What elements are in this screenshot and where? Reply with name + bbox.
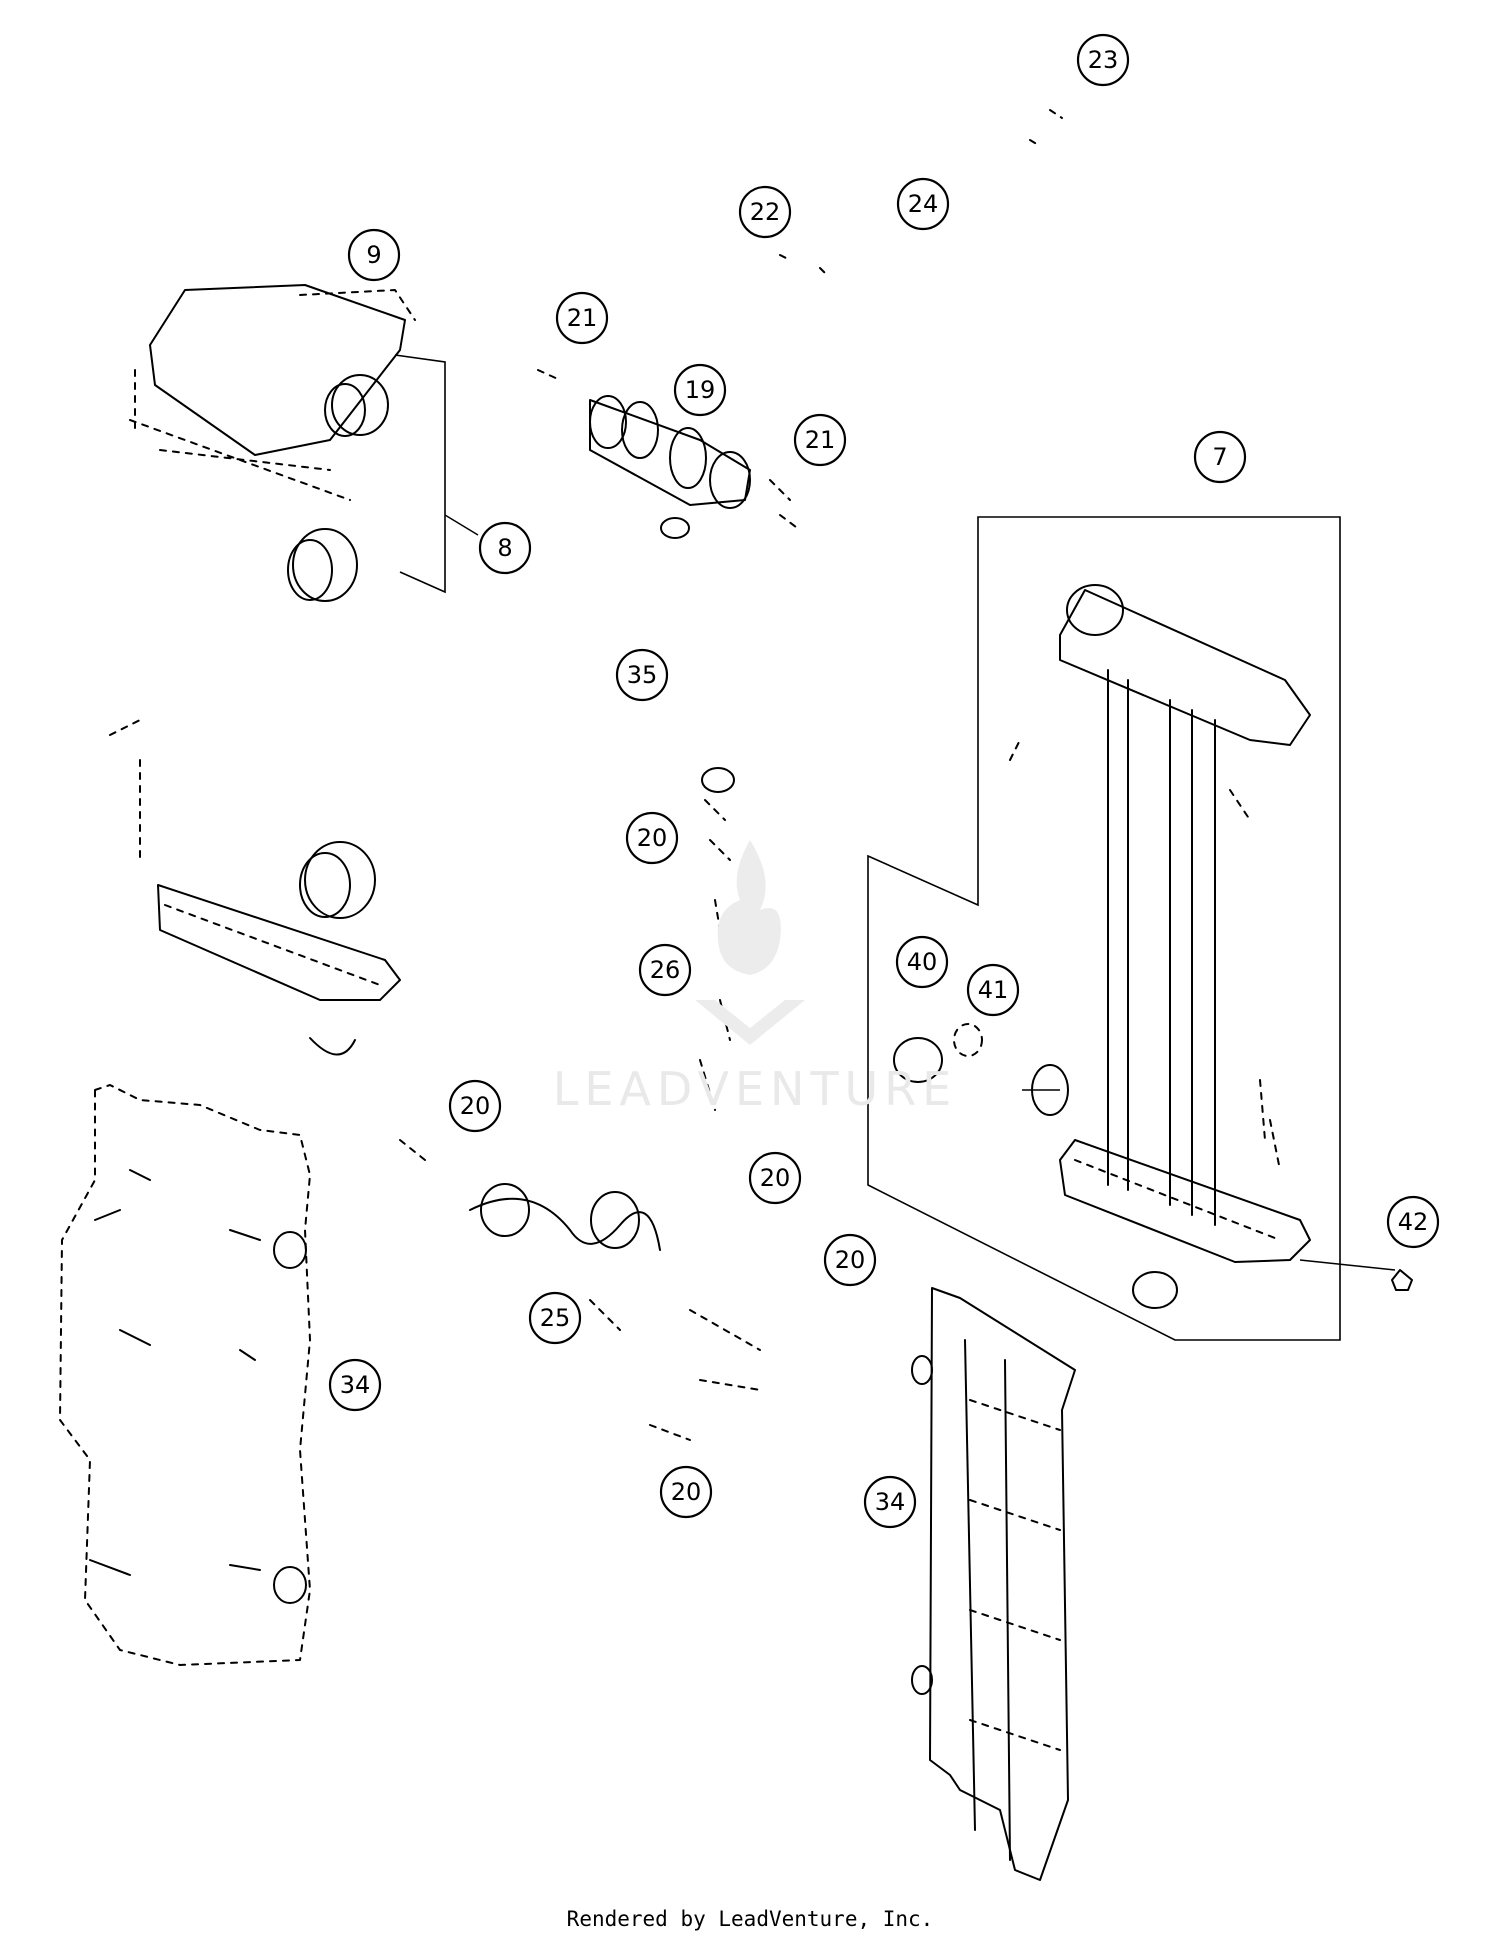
- svg-text:7: 7: [1212, 443, 1227, 471]
- callout-20-e: 20: [659, 1465, 713, 1519]
- svg-text:40: 40: [907, 948, 938, 976]
- callout-25: 25: [528, 1291, 582, 1345]
- callout-9: 9: [347, 228, 401, 282]
- radiator-left-part: [109, 719, 401, 1056]
- cap-seal-part: [893, 1023, 1413, 1291]
- render-credit: Rendered by LeadVenture, Inc.: [566, 1907, 934, 1931]
- hose-assembly-part: [537, 369, 801, 539]
- svg-text:21: 21: [805, 426, 836, 454]
- callout-26: 26: [638, 943, 692, 997]
- callout-7: 7: [1193, 430, 1247, 484]
- radiator-guard-left-part: [59, 1084, 311, 1666]
- svg-text:22: 22: [750, 198, 781, 226]
- small-fittings-part: [779, 109, 1063, 277]
- callout-40: 40: [895, 935, 949, 989]
- callout-42: 42: [1386, 1195, 1440, 1249]
- svg-text:9: 9: [366, 241, 381, 269]
- svg-text:35: 35: [627, 661, 658, 689]
- callout-20-a: 20: [625, 811, 679, 865]
- callout-20-d: 20: [823, 1233, 877, 1287]
- svg-text:20: 20: [835, 1246, 866, 1274]
- callout-20-c: 20: [748, 1151, 802, 1205]
- callout-20-b: 20: [448, 1079, 502, 1133]
- callout-34-left: 34: [328, 1358, 382, 1412]
- svg-text:24: 24: [908, 190, 939, 218]
- callout-22: 22: [738, 185, 792, 239]
- svg-text:34: 34: [875, 1488, 906, 1516]
- svg-text:42: 42: [1398, 1208, 1429, 1236]
- svg-text:20: 20: [671, 1478, 702, 1506]
- svg-text:26: 26: [650, 956, 681, 984]
- svg-text:20: 20: [637, 824, 668, 852]
- svg-text:21: 21: [567, 304, 598, 332]
- svg-text:20: 20: [760, 1164, 791, 1192]
- callout-41: 41: [966, 963, 1020, 1017]
- svg-text:34: 34: [340, 1371, 371, 1399]
- svg-text:41: 41: [978, 976, 1009, 1004]
- svg-text:25: 25: [540, 1304, 571, 1332]
- radiator-guard-right-part: [911, 1287, 1076, 1881]
- coolant-hoses-part: [399, 767, 761, 1441]
- callout-24: 24: [896, 177, 950, 231]
- svg-text:19: 19: [685, 376, 716, 404]
- svg-text:23: 23: [1088, 46, 1119, 74]
- svg-text:20: 20: [460, 1092, 491, 1120]
- callout-21: 21: [555, 291, 609, 345]
- callout-35: 35: [615, 648, 669, 702]
- callout-8: 8: [478, 521, 532, 575]
- expansion-tank-part: [129, 284, 479, 602]
- callout-34-right: 34: [863, 1475, 917, 1529]
- callout-23: 23: [1076, 33, 1130, 87]
- svg-text:8: 8: [497, 534, 512, 562]
- radiator-right-part: [867, 516, 1396, 1341]
- callout-21-b: 21: [793, 413, 847, 467]
- callout-19: 19: [673, 363, 727, 417]
